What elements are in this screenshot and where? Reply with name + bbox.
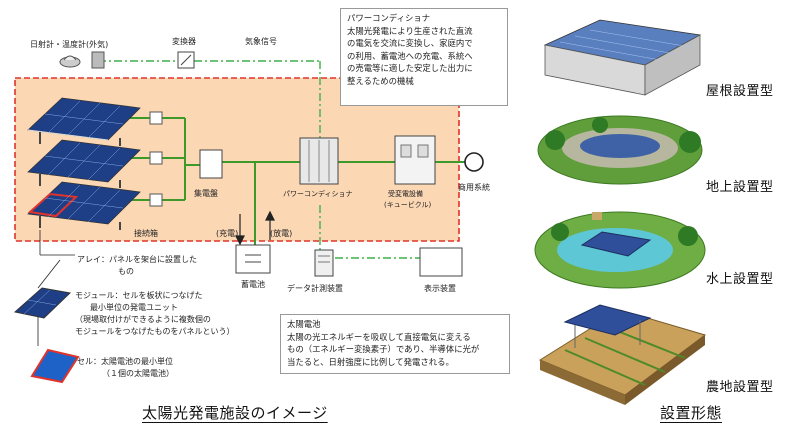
grid-label: 商用系統 (458, 182, 490, 192)
array-legend-2: もの (118, 267, 134, 276)
module-legend-1: モジュール：セルを板状につなげた (75, 290, 202, 300)
display-label: 表示装置 (424, 283, 456, 293)
install-type-water: 水上設置型 (706, 272, 774, 287)
caption-right: 設置形態 (660, 404, 723, 422)
substation-shape (394, 135, 436, 185)
battery-label: 蓄電池 (241, 279, 265, 289)
array-legend-1: アレイ：パネルを架台に設置した (77, 254, 197, 264)
converter-label: 変換器 (172, 36, 196, 46)
power-conditioner-box-line: 整えるための機械 (347, 75, 414, 86)
data-logger-label: データ計測装置 (287, 283, 343, 293)
collector-panel-shape (199, 149, 223, 179)
junction-box-label: 接続箱 (134, 228, 158, 238)
power-conditioner-box: パワーコンディショナ 太陽光発電により生産された直流 の電気を交流に変換し、家庭… (340, 8, 508, 106)
weather-signal-label: 気象信号 (245, 36, 277, 46)
install-type-roof: 屋根設置型 (706, 84, 774, 99)
solar-cell-box-line: 当たると、日射強度に比例して発電される。 (287, 356, 454, 367)
solar-cell-box: 太陽電池 太陽の光エネルギーを吸収して直接電気に変える もの（エネルギー変換素子… (280, 314, 510, 374)
signal-lines (98, 60, 420, 259)
cell-legend-1: セル：太陽電池の最小単位 (77, 356, 173, 366)
panel-grid (44, 100, 124, 223)
collector-panel-label: 集電盤 (194, 188, 218, 198)
power-conditioner-box-line: 太陽光発電により生産された直流 (347, 25, 473, 36)
cell-legend-2: （１個の太陽電池） (102, 368, 174, 378)
battery-shape (235, 244, 271, 274)
module-legend-2: 最小単位の発電ユニット (90, 302, 178, 312)
power-conditioner-box-line: の電気を交流に変換し、家庭内で (347, 38, 473, 48)
install-type-ground: 地上設置型 (706, 180, 774, 195)
power-conditioner-box-line: の利用、蓄電池への充電、系統へ (347, 50, 473, 61)
charge-arrows (235, 210, 275, 246)
sensor-icons (59, 51, 105, 69)
power-conditioner-box-title: パワーコンディショナ (347, 13, 431, 23)
substation-sublabel: (キュービクル) (384, 200, 432, 209)
converter-shape (177, 51, 195, 69)
caption-left: 太陽光発電施設のイメージ (142, 404, 328, 422)
solar-cell-box-line: 太陽の光エネルギーを吸収して直接電気に変える (287, 331, 471, 342)
charge-label: (充電) (216, 228, 238, 238)
data-logger-shape (314, 249, 334, 277)
solar-cell-box-line: もの（エネルギー変換素子）であり、半導体に光が (287, 344, 480, 354)
grid-symbol (464, 152, 484, 172)
module-legend-3: （現場取付けができるように複数個の (75, 314, 211, 324)
module-legend-4: モジュールをつなげたものをパネルという） (75, 327, 234, 336)
module-shape (13, 287, 72, 319)
display-shape (419, 247, 463, 277)
power-conditioner-label: パワーコンディショナ (283, 189, 353, 198)
power-conditioner-shape (299, 137, 339, 185)
discharge-label: (放電) (270, 228, 292, 238)
cell-shape (30, 348, 80, 384)
solar-cell-box-title: 太陽電池 (287, 319, 321, 329)
install-type-farmland: 農地設置型 (706, 380, 774, 395)
power-conditioner-box-line: の売電等に適した安定した出力に (347, 63, 473, 73)
substation-label: 受変電設備 (388, 189, 423, 198)
sensors-label: 日射計・温度計(外気) (30, 39, 108, 49)
power-lines (130, 117, 466, 245)
